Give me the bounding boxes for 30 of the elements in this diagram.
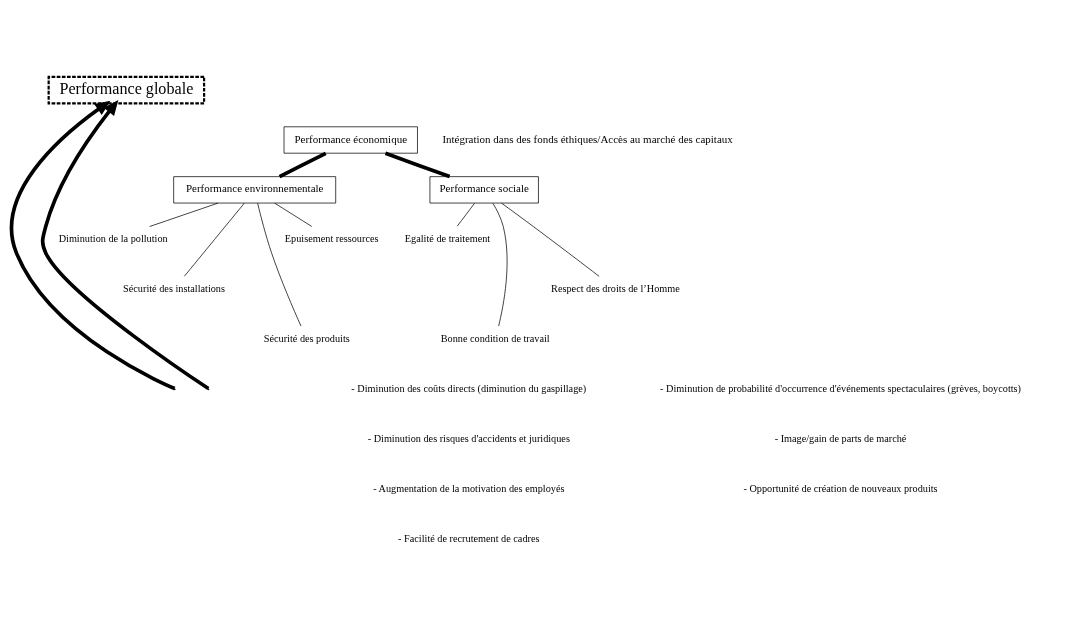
node-text: Bonne condition de travail (440, 332, 550, 344)
connector (456, 202, 475, 227)
arrow (9, 100, 176, 390)
connector (274, 202, 313, 227)
connector (184, 202, 245, 277)
label: - Facilité de recrutement de cadres (398, 532, 540, 544)
connector (492, 202, 508, 326)
label: - Opportunité de création de nouveaux produits (743, 482, 938, 494)
node-box: Performance globale (47, 75, 206, 104)
node-box: Performance sociale (429, 175, 539, 203)
node-text: Epuisement ressources (284, 232, 379, 244)
connector (501, 202, 600, 277)
node-text: Respect des droits de l’Homme (551, 282, 680, 294)
connector (149, 202, 219, 227)
label: - Diminution des risques d'accidents et juridiques (367, 432, 570, 444)
node-text: Sécurité des installations (123, 282, 225, 294)
arrow (40, 99, 210, 390)
node-box: Performance environnementale (173, 175, 337, 203)
connector (384, 151, 451, 178)
label: - Diminution de probabilité d'occurrence d'événements spectaculaires (grèves, boycotts) (660, 382, 1021, 394)
connector (257, 202, 302, 326)
connector (278, 151, 327, 178)
node-box: Performance économique (283, 125, 418, 154)
node-text: Egalité de traitement (404, 232, 491, 244)
node-text: Sécurité des produits (263, 332, 350, 344)
label: - Augmentation de la motivation des employés (373, 482, 565, 494)
node-text: Diminution de la pollution (58, 232, 168, 244)
label: - Diminution des coûts directs (diminution du gaspillage) (351, 382, 587, 394)
label: - Image/gain de parts de marché (774, 432, 907, 444)
label: Intégration dans des fonds éthiques/Accès au marché des capitaux (442, 132, 733, 145)
